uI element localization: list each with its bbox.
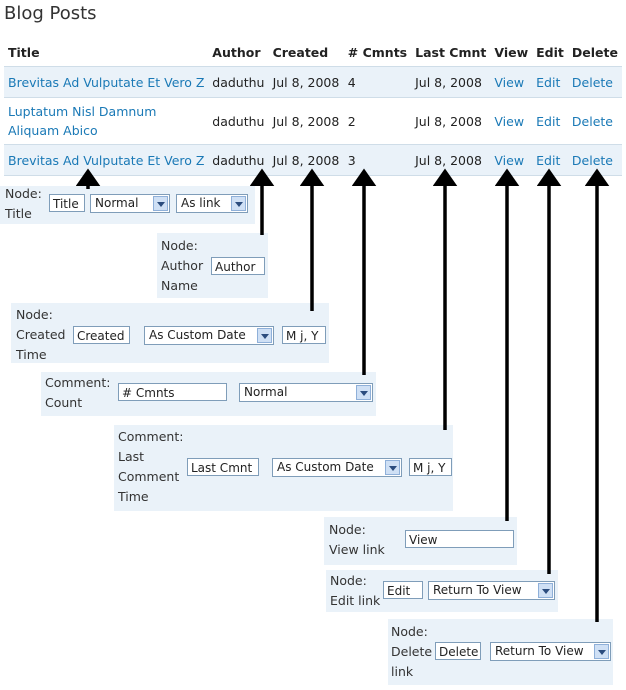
- comment-count-config-label-line2: Count: [45, 395, 83, 410]
- delete-link-return-select-value: Return To View: [495, 644, 584, 658]
- last-comment-cell: Jul 8, 2008: [411, 97, 491, 145]
- created-cell: Jul 8, 2008: [268, 66, 344, 98]
- edit-link-return-select[interactable]: Return To View: [428, 581, 555, 600]
- created-field-input[interactable]: Created: [73, 326, 130, 344]
- author-cell: daduthu: [212, 152, 265, 168]
- title-config-panel: Node: Title Title Normal As link: [0, 186, 255, 224]
- title-field-input[interactable]: Title: [49, 194, 85, 212]
- delete-link-config-panel: Node: Delete link Delete Return To View: [388, 619, 613, 685]
- title-link-select[interactable]: As link: [176, 194, 248, 213]
- created-config-panel: Node: Created Time Created As Custom Dat…: [11, 303, 329, 363]
- edit-link[interactable]: Edit: [536, 74, 561, 90]
- col-view-header: View: [490, 38, 533, 67]
- view-link-config-label-line1: Node:: [329, 522, 366, 537]
- comment-count-field-input[interactable]: # Cmnts: [118, 383, 227, 401]
- author-cell: daduthu: [212, 113, 265, 129]
- col-last-comment-header[interactable]: Last Cmnt: [411, 38, 491, 67]
- edit-link-return-select-value: Return To View: [433, 583, 522, 597]
- comment-count-config-panel: Comment: Count # Cmnts Normal: [41, 372, 376, 416]
- author-config-label-line2: Author: [161, 258, 204, 273]
- comment-count-config-label-line1: Comment:: [45, 375, 111, 390]
- created-config-label-line1: Node:: [16, 307, 53, 322]
- last-comment-config-panel: Comment: Last Comment Time Last Cmnt As …: [114, 425, 453, 511]
- page-title: Blog Posts: [4, 3, 97, 24]
- edit-link-config-label-line1: Node:: [330, 573, 367, 588]
- created-format-select[interactable]: As Custom Date: [144, 326, 274, 345]
- title-config-label-line2: Title: [5, 206, 32, 221]
- chevron-down-icon: [385, 460, 400, 475]
- last-comment-date-format-input[interactable]: M j, Y: [409, 458, 452, 476]
- chevron-down-icon: [356, 385, 371, 400]
- post-title-link[interactable]: Luptatum Nisl Damnum Aliquam Abico: [8, 104, 157, 138]
- comments-cell: 4: [343, 66, 412, 98]
- title-config-label-line1: Node:: [5, 186, 42, 201]
- post-title-link[interactable]: Brevitas Ad Vulputate Et Vero Zelus: [8, 74, 204, 90]
- delete-link[interactable]: Delete: [571, 152, 613, 168]
- title-format-select-value: Normal: [95, 196, 139, 210]
- chevron-down-icon: [594, 644, 609, 659]
- author-cell: daduthu: [212, 74, 265, 90]
- last-comment-config-label-line2: Last: [118, 449, 145, 464]
- table-header-row: Title Author Created # Cmnts Last Cmnt V…: [4, 38, 622, 67]
- last-comment-config-label-line1: Comment:: [118, 429, 184, 444]
- chevron-down-icon: [231, 196, 246, 211]
- post-title-link[interactable]: Brevitas Ad Vulputate Et Vero Zelus: [8, 152, 204, 168]
- col-edit-header: Edit: [532, 38, 568, 67]
- title-link-select-value: As link: [181, 196, 221, 210]
- edit-link[interactable]: Edit: [536, 152, 561, 168]
- delete-link-return-select[interactable]: Return To View: [490, 642, 611, 661]
- view-link-config-label-line2: View link: [329, 542, 385, 557]
- view-link-config-panel: Node: View link View: [324, 517, 517, 565]
- title-format-select[interactable]: Normal: [90, 194, 170, 213]
- author-config-label-line1: Node:: [161, 238, 198, 253]
- posts-table: Title Author Created # Cmnts Last Cmnt V…: [4, 38, 622, 176]
- view-link-field-input[interactable]: View: [405, 530, 514, 548]
- col-created-header[interactable]: Created: [268, 38, 344, 67]
- last-comment-config-label-line3: Comment: [118, 469, 180, 484]
- created-date-format-input[interactable]: M j, Y: [282, 326, 326, 344]
- delete-link[interactable]: Delete: [571, 74, 613, 90]
- comment-count-format-select-value: Normal: [244, 385, 288, 399]
- col-delete-header: Delete: [567, 38, 622, 67]
- col-author-header[interactable]: Author: [208, 38, 269, 67]
- created-config-label-line2: Created: [16, 327, 66, 342]
- view-link[interactable]: View: [494, 74, 525, 90]
- delete-link-field-input[interactable]: Delete: [435, 642, 481, 660]
- chevron-down-icon: [257, 328, 272, 343]
- last-comment-field-input[interactable]: Last Cmnt: [187, 458, 259, 476]
- view-link[interactable]: View: [494, 113, 525, 129]
- author-field-input[interactable]: Author: [211, 257, 265, 275]
- edit-link-field-input[interactable]: Edit: [383, 581, 423, 599]
- view-link[interactable]: View: [494, 152, 525, 168]
- table-row: Luptatum Nisl Damnum Aliquam Abico dadut…: [4, 97, 622, 145]
- created-format-select-value: As Custom Date: [149, 328, 246, 342]
- last-comment-format-select[interactable]: As Custom Date: [272, 458, 402, 477]
- author-config-panel: Node: Author Name Author: [157, 233, 268, 298]
- delete-link-config-label-line1: Node:: [391, 624, 428, 639]
- created-cell: Jul 8, 2008: [268, 97, 344, 145]
- chevron-down-icon: [153, 196, 168, 211]
- chevron-down-icon: [538, 583, 553, 598]
- comment-count-format-select[interactable]: Normal: [239, 383, 373, 402]
- delete-link-config-label-line3: link: [391, 664, 414, 679]
- col-title-header[interactable]: Title: [4, 38, 209, 67]
- delete-link[interactable]: Delete: [571, 113, 613, 129]
- comments-cell: 2: [343, 97, 412, 145]
- edit-link[interactable]: Edit: [536, 113, 561, 129]
- last-comment-config-label-line4: Time: [118, 489, 149, 504]
- edit-link-config-panel: Node: Edit link Edit Return To View: [326, 570, 558, 612]
- last-comment-cell: Jul 8, 2008: [411, 66, 491, 98]
- edit-link-config-label-line2: Edit link: [330, 593, 381, 608]
- last-comment-format-select-value: As Custom Date: [277, 460, 374, 474]
- col-comments-header[interactable]: # Cmnts: [343, 38, 412, 67]
- author-config-label-line3: Name: [161, 278, 198, 293]
- table-row: Brevitas Ad Vulputate Et Vero Zelus dadu…: [4, 66, 622, 98]
- delete-link-config-label-line2: Delete: [391, 644, 433, 659]
- created-config-label-line3: Time: [16, 347, 47, 362]
